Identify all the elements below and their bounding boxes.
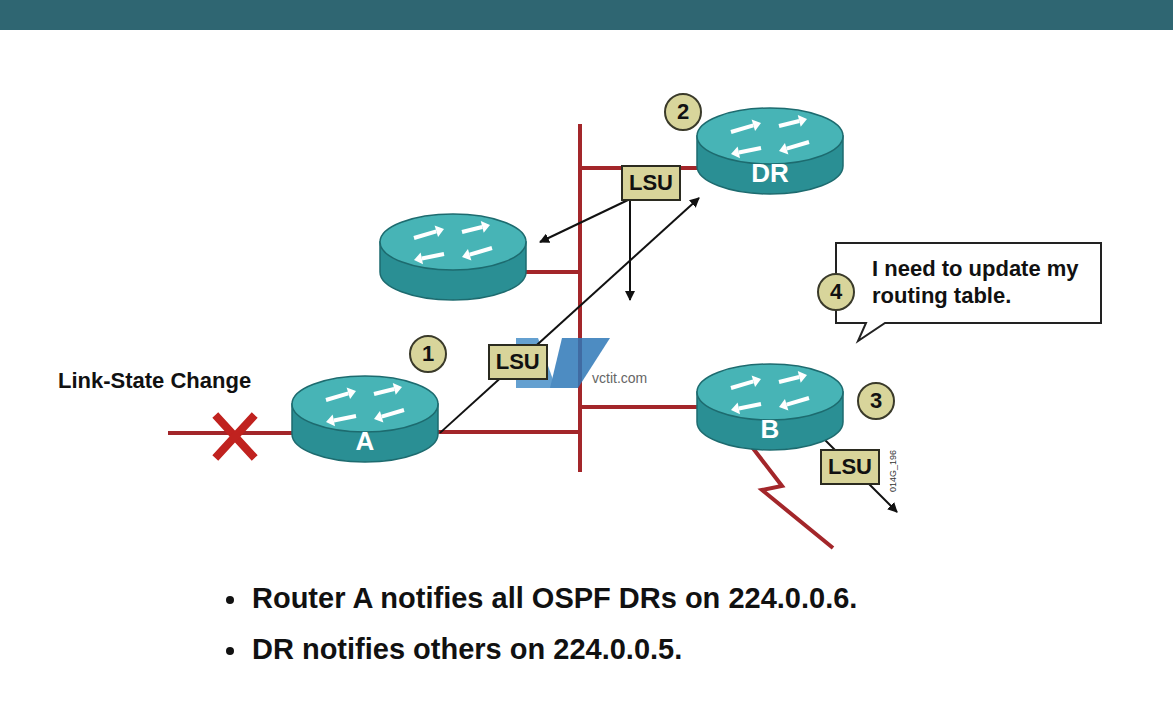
router-node: DR <box>695 106 845 198</box>
failure-x <box>218 418 252 455</box>
callout-number: 3 <box>857 382 895 420</box>
bullet-text: DR notifies others on 224.0.0.5. <box>252 633 682 666</box>
a-link <box>430 430 580 434</box>
router-label: B <box>695 414 845 445</box>
callout-number: 4 <box>817 273 855 311</box>
bullet-dot <box>226 647 234 655</box>
lan-segment <box>578 124 582 472</box>
router-node: B <box>695 362 845 454</box>
b-link <box>580 405 700 409</box>
bullet-text: Router A notifies all OSPF DRs on 224.0.… <box>252 582 857 615</box>
router-label: DR <box>695 158 845 189</box>
callout-number: 1 <box>409 335 447 373</box>
title-bar <box>0 0 1173 30</box>
router-link <box>520 270 580 274</box>
figure-code: 014G_196 <box>888 450 898 492</box>
router-node: A <box>290 374 440 466</box>
router-label: A <box>290 426 440 457</box>
lsu-packet: LSU <box>621 165 681 201</box>
bullet-dot <box>226 596 234 604</box>
watermark-text: vctit.com <box>592 370 647 386</box>
speech-text: I need to update my routing table. <box>872 255 1091 309</box>
speech-bubble-node: I need to update my routing table. <box>836 243 1101 323</box>
flood-arrow <box>540 200 628 242</box>
flood-arrow <box>629 200 631 300</box>
lsu-packet: LSU <box>820 449 880 485</box>
callout-number: 2 <box>664 93 702 131</box>
speech-bubble <box>836 243 1101 341</box>
router-shape <box>378 212 528 304</box>
annotation-text: Link-State Change <box>58 368 251 394</box>
router-icon <box>378 212 528 304</box>
lsu-packet: LSU <box>488 344 548 380</box>
